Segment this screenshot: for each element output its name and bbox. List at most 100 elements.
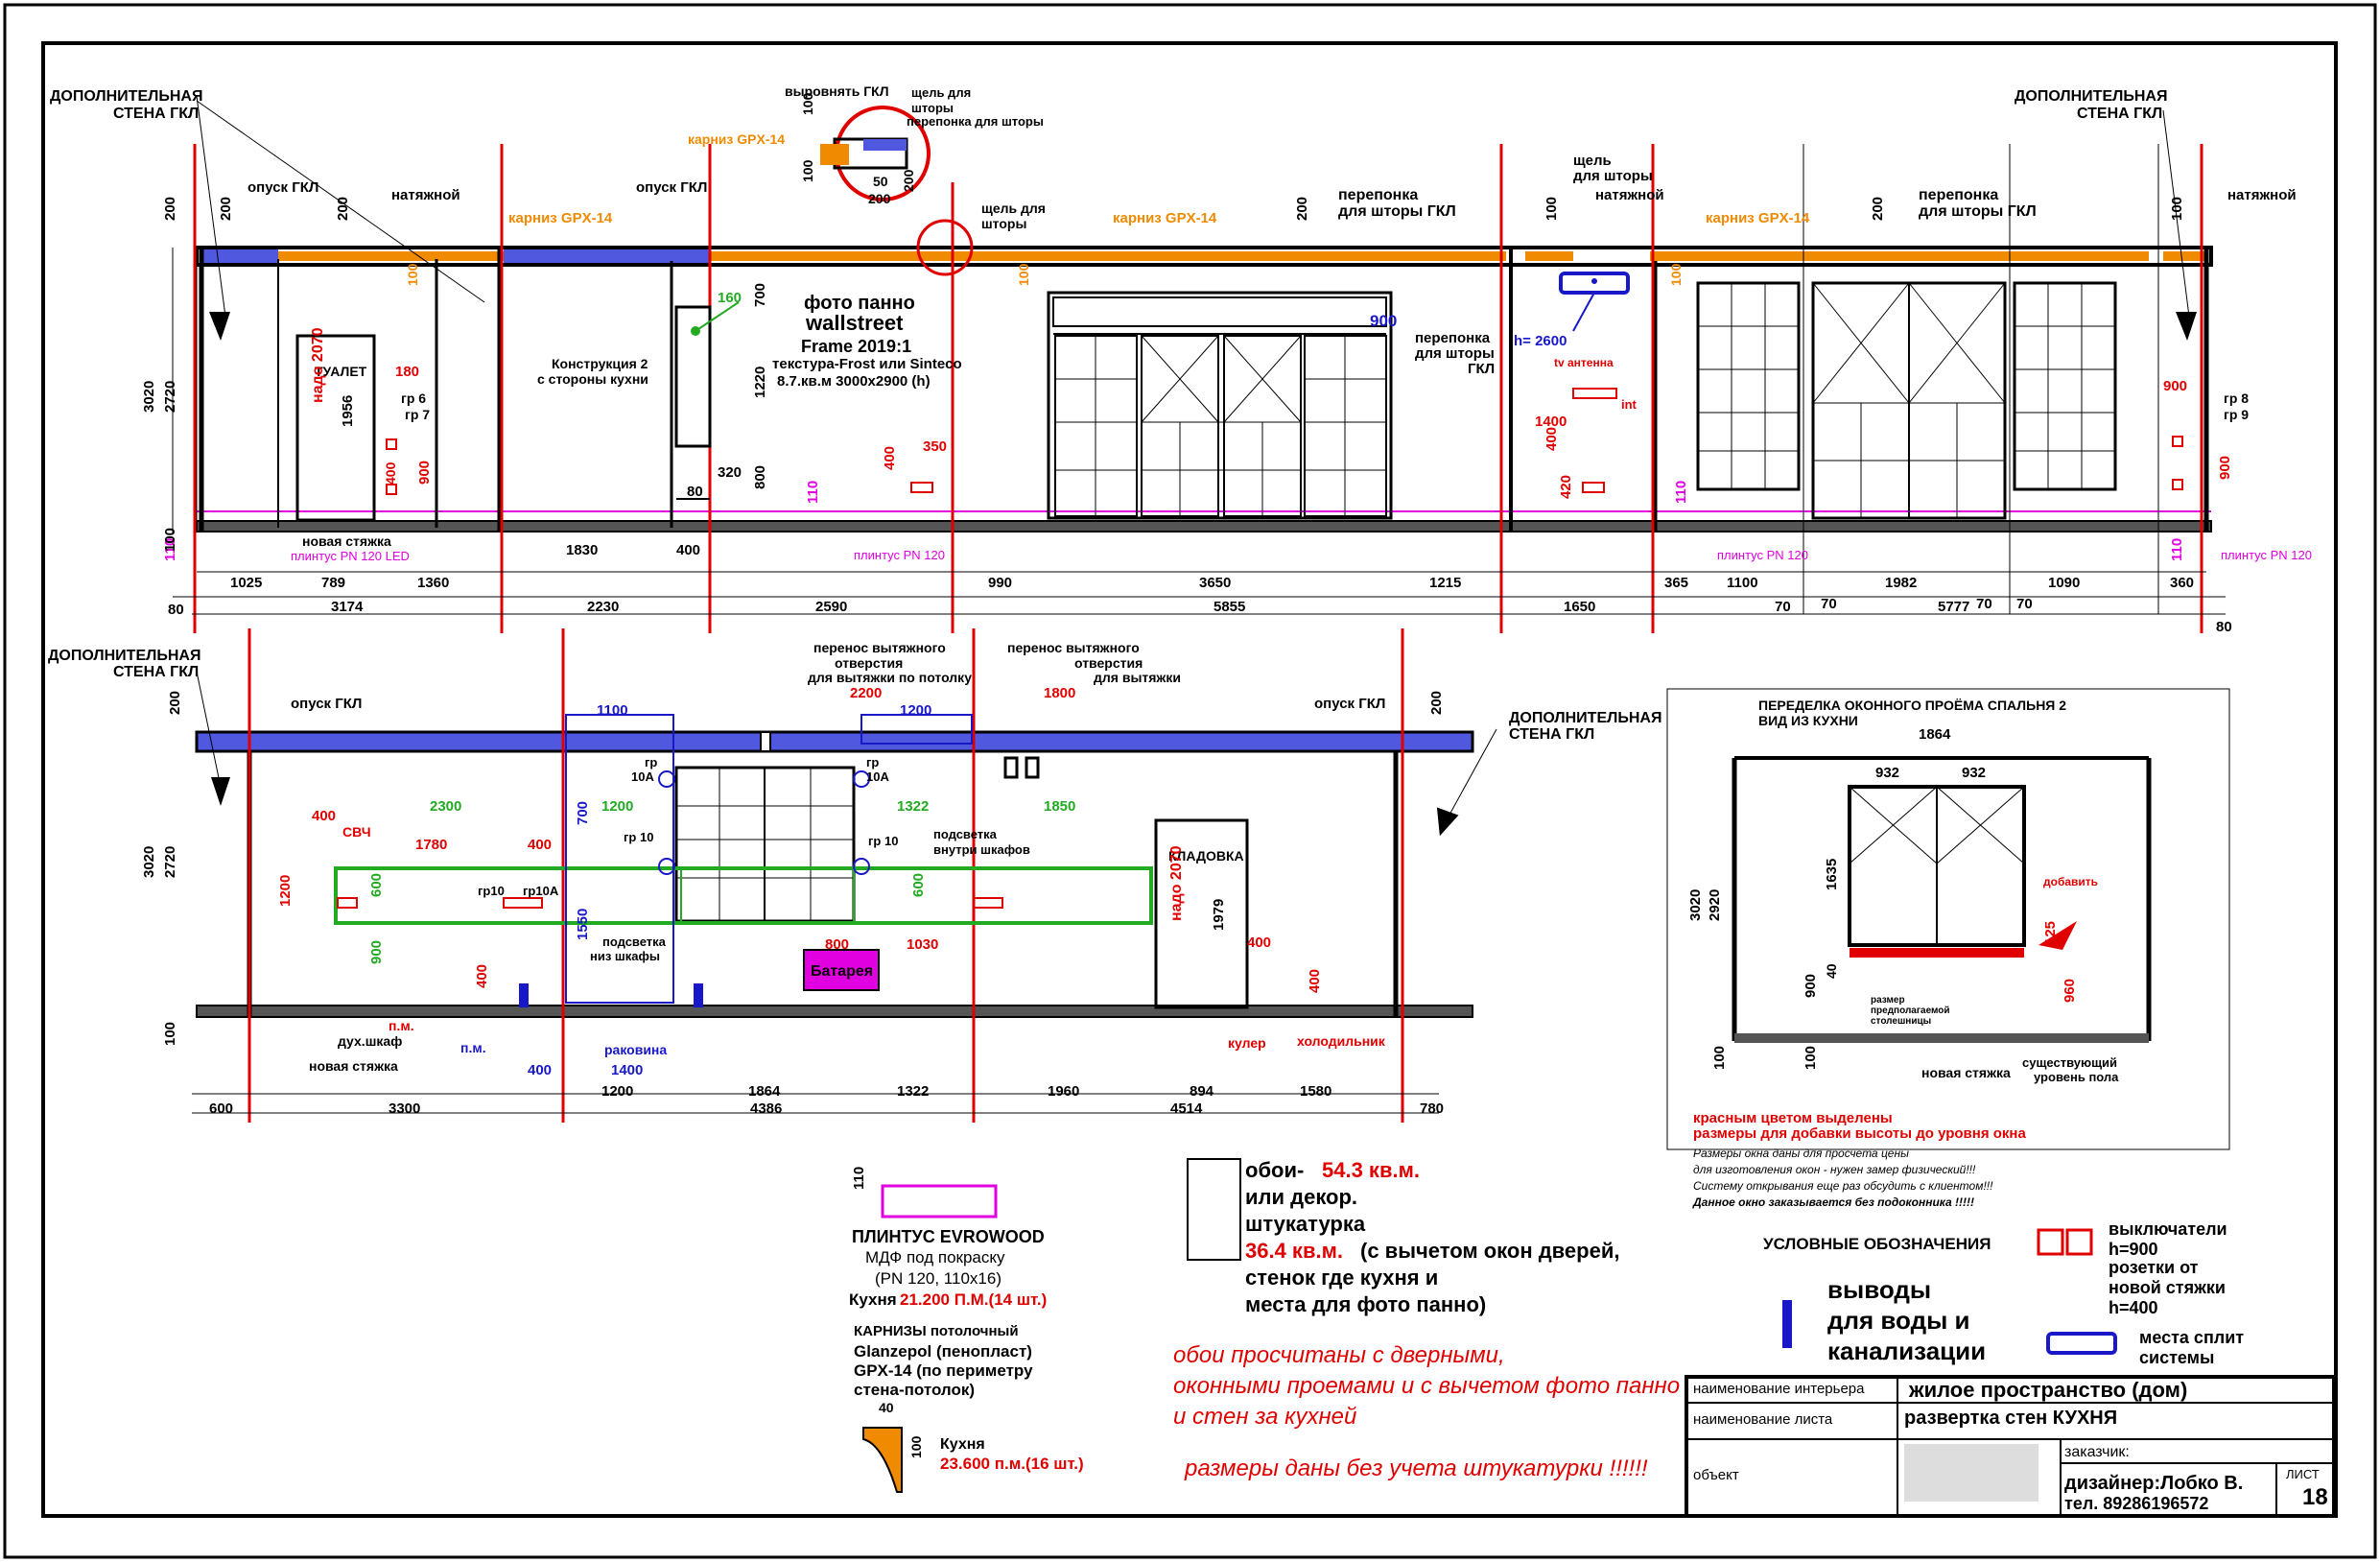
water-outlet-legend-icon bbox=[1782, 1300, 1792, 1348]
dimension-value: 3020 bbox=[141, 845, 157, 878]
drawing-label: для изготовления окон - нужен замер физи… bbox=[1693, 1163, 1976, 1176]
dimension-value: 110 bbox=[805, 480, 821, 504]
dimension-value: 990 bbox=[988, 575, 1013, 591]
dimension-value: 50 bbox=[873, 174, 888, 189]
windows-right bbox=[1696, 281, 2117, 520]
toilet-door bbox=[295, 334, 376, 522]
dimension-value: 400 bbox=[1543, 426, 1560, 451]
dimension-value: 1322 bbox=[897, 798, 930, 815]
drawing-label: красным цветом выделены bbox=[1693, 1110, 1893, 1126]
cornice-legend-icon bbox=[862, 1427, 903, 1493]
drawing-label: ПЕРЕДЕЛКА ОКОННОГО ПРОЁМА СПАЛЬНЯ 2 bbox=[1758, 698, 2067, 713]
dimension-value: 100 bbox=[1803, 1045, 1819, 1070]
dimension-value: 1800 bbox=[1044, 685, 1076, 701]
drawing-label: для вытяжки bbox=[1094, 670, 1181, 685]
dimension-value: 100 bbox=[162, 527, 178, 552]
dimension-value: 1200 bbox=[900, 702, 932, 719]
dimension-value: 1864 bbox=[748, 1083, 781, 1100]
drawing-label: подсветка bbox=[602, 935, 666, 949]
legend: МДФ под покраску bbox=[865, 1248, 1005, 1266]
drawing-label: плинтус PN 120 bbox=[854, 548, 945, 562]
dimension-value: 1100 bbox=[1727, 575, 1758, 591]
legend: 36.4 кв.м. bbox=[1245, 1239, 1343, 1263]
top-elevation bbox=[172, 95, 2226, 633]
dimension-value: 894 bbox=[1190, 1083, 1214, 1100]
drawing-label: текстура-Frost или Sinteco bbox=[772, 356, 962, 372]
cornice-strip bbox=[710, 251, 1506, 261]
legend: (с вычетом окон дверей, bbox=[1360, 1239, 1620, 1263]
drawing-label: гр10А bbox=[523, 884, 559, 898]
dimension-value: 80 bbox=[168, 602, 184, 618]
drawing-label: кулер bbox=[1228, 1035, 1266, 1051]
dimension-value: 1982 bbox=[1885, 575, 1918, 591]
drawing-label: предполагаемой bbox=[1871, 1006, 1950, 1016]
title-block bbox=[1685, 1375, 2336, 1518]
dimension-value: 3300 bbox=[389, 1100, 421, 1117]
dimension-value: 2200 bbox=[850, 685, 883, 701]
title-block-text: ЛИСТ bbox=[2286, 1467, 2320, 1481]
drawing-label: int bbox=[1621, 397, 1637, 412]
drawing-label: надо 2070 bbox=[310, 327, 326, 403]
drawing-label: карниз GPX-14 bbox=[1113, 210, 1217, 226]
legend: оконными проемами и с вычетом фото панно bbox=[1173, 1373, 1681, 1399]
drawing-label: размеры для добавки высоты до уровня окн… bbox=[1693, 1125, 2026, 1142]
dimension-value: 1215 bbox=[1429, 575, 1462, 591]
drawing-label: холодильник bbox=[1297, 1033, 1385, 1049]
dimension-value: 1956 bbox=[340, 394, 356, 427]
dimension-value: 100 bbox=[800, 92, 815, 115]
blurred-object-name bbox=[1904, 1444, 2038, 1502]
dimension-value: 1650 bbox=[1564, 599, 1596, 615]
drawing-label: Батарея bbox=[811, 963, 874, 980]
dimension-value: 1850 bbox=[1044, 798, 1076, 815]
title-block-text: жилое пространство (дом) bbox=[1909, 1378, 2188, 1402]
dimension-value: 4514 bbox=[1170, 1100, 1203, 1117]
drawing-label: 10А bbox=[631, 769, 654, 784]
drawing-label: внутри шкафов bbox=[933, 842, 1030, 857]
legend: места для фото панно) bbox=[1245, 1292, 1487, 1316]
dimension-value: 4386 bbox=[750, 1100, 783, 1117]
drawing-label: СТЕНА ГКЛ bbox=[113, 106, 200, 122]
dimension-value: 100 bbox=[1668, 263, 1684, 286]
cornice-strip bbox=[1650, 251, 2149, 261]
outer-frame bbox=[3, 3, 2377, 1559]
dimension-value: 900 bbox=[1803, 973, 1819, 998]
drawing-label: для шторы ГКЛ bbox=[1919, 203, 2037, 220]
legend: стена-потолок) bbox=[854, 1381, 976, 1399]
dimension-value: 1635 bbox=[1824, 858, 1840, 890]
drawing-label: столешницы bbox=[1871, 1016, 1932, 1027]
drawing-label: для шторы bbox=[1415, 345, 1495, 362]
dimension-value: 1550 bbox=[575, 908, 591, 940]
drawing-label: ДОПОЛНИТЕЛЬНАЯ bbox=[50, 88, 203, 105]
dimension-value: 2590 bbox=[815, 599, 848, 615]
drawing-label: плинтус PN 120 bbox=[1717, 548, 1808, 562]
dimension-value: 1200 bbox=[601, 1083, 634, 1100]
drawing-label: карниз GPX-14 bbox=[1706, 210, 1810, 226]
title-block-text: объект bbox=[1693, 1467, 1739, 1483]
dimension-value: 200 bbox=[218, 196, 234, 221]
drawing-label: 10А bbox=[866, 769, 889, 784]
dimension-value: 400 bbox=[528, 837, 553, 853]
dimension-value: 200 bbox=[901, 169, 916, 192]
legend: КАРНИЗЫ потолочный bbox=[854, 1323, 1019, 1339]
dimension-value: 900 bbox=[1370, 312, 1398, 330]
legend: размеры даны без учета штукатурки !!!!!! bbox=[1185, 1456, 1648, 1481]
legend: обои- bbox=[1245, 1158, 1305, 1182]
title-block-text: 18 bbox=[2302, 1484, 2328, 1510]
dimension-value: 100 bbox=[162, 1021, 178, 1046]
drawing-label: опуск ГКЛ bbox=[247, 179, 319, 196]
drawing-label: новая стяжка bbox=[309, 1058, 398, 1074]
drawing-label: Систему открывания еще раз обсудить с кл… bbox=[1693, 1179, 1993, 1193]
legend: УСЛОВНЫЕ ОБОЗНАЧЕНИЯ bbox=[1763, 1235, 1991, 1253]
title-block-text: наименование листа bbox=[1693, 1411, 1833, 1428]
dimension-value: 1580 bbox=[1300, 1083, 1332, 1100]
drawing-label: шторы bbox=[981, 216, 1027, 231]
dimension-value: 100 bbox=[1016, 263, 1031, 286]
dimension-value: 200 bbox=[167, 690, 183, 715]
dimension-value: 900 bbox=[416, 460, 433, 485]
drawing-label: гр 9 bbox=[2224, 407, 2250, 422]
drawing-label: перепонка для шторы bbox=[907, 114, 1044, 129]
dimension-value: 1322 bbox=[897, 1083, 930, 1100]
dimension-value: 1025 bbox=[230, 575, 263, 591]
